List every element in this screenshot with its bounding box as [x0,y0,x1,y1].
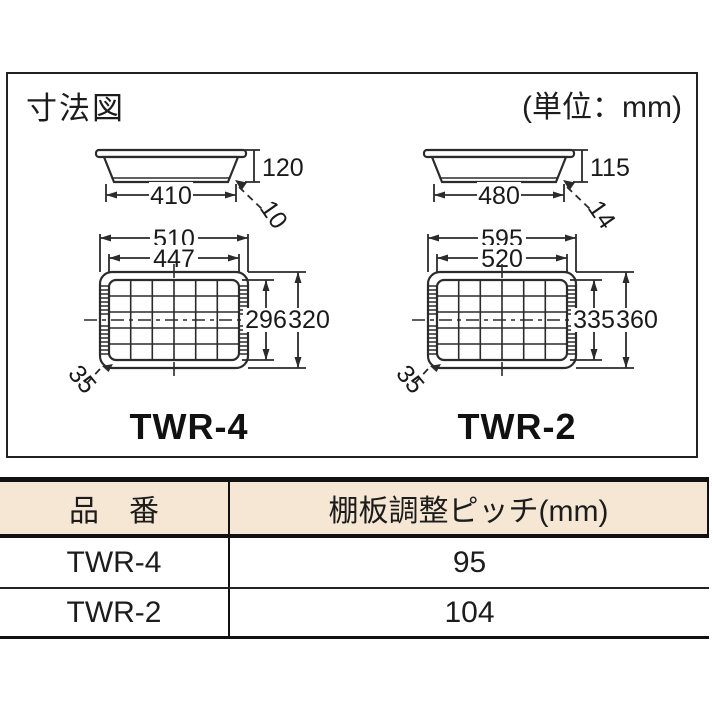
side-view: 115 480 14 [422,148,630,234]
outer-height-dim: 320 [288,306,330,334]
side-width-dim: 480 [478,182,520,210]
tray-body [102,155,240,184]
wire-grid [437,280,567,360]
lip-dim: 10 [254,195,293,234]
side-width-dim: 410 [150,182,192,210]
table-row: TWR-4 95 [0,538,709,589]
cell-model: TWR-2 [0,589,230,636]
corner-dim: 35 [390,360,429,399]
inner-height-dim: 296 [245,306,287,334]
diagram-title: 寸法図 [26,91,125,126]
tray-body [430,155,568,184]
model-label-twr4: TWR-4 [129,406,249,447]
top-view: 595 520 335 360 35 [390,225,659,399]
side-height-dim: 120 [262,154,304,182]
side-height-dim: 115 [590,154,630,182]
model-label-twr2: TWR-2 [457,406,577,447]
handle-hatch-left [428,285,437,355]
drawing-twr2: 115 480 14 595 520 [390,148,659,399]
cell-model: TWR-4 [0,538,230,587]
side-view: 120 410 10 [94,148,304,234]
outer-height-dim: 360 [616,306,658,334]
table-row: TWR-2 104 [0,589,709,639]
unit-note: (単位：mm) [522,91,682,124]
lip-dim: 14 [582,195,621,234]
cell-pitch: 104 [444,595,495,629]
corner-dim: 35 [62,360,101,399]
wire-grid [109,280,239,360]
top-view: 510 447 296 320 35 [62,225,331,399]
col-header-pitch: 棚板調整ピッチ(mm) [328,495,609,528]
handle-hatch-left [100,285,109,355]
inner-height-dim: 335 [573,306,615,334]
cell-pitch: 95 [452,545,487,579]
spec-table: 品 番 棚板調整ピッチ(mm) TWR-4 95 TWR-2 104 [0,477,709,639]
dimension-diagram-panel: 寸法図 (単位：mm) 120 410 10 510 [6,72,698,458]
drawing-twr4: 120 410 10 510 447 [62,148,331,399]
col-header-model: 品 番 [0,482,230,534]
spec-table-header-row: 品 番 棚板調整ピッチ(mm) [0,482,709,538]
